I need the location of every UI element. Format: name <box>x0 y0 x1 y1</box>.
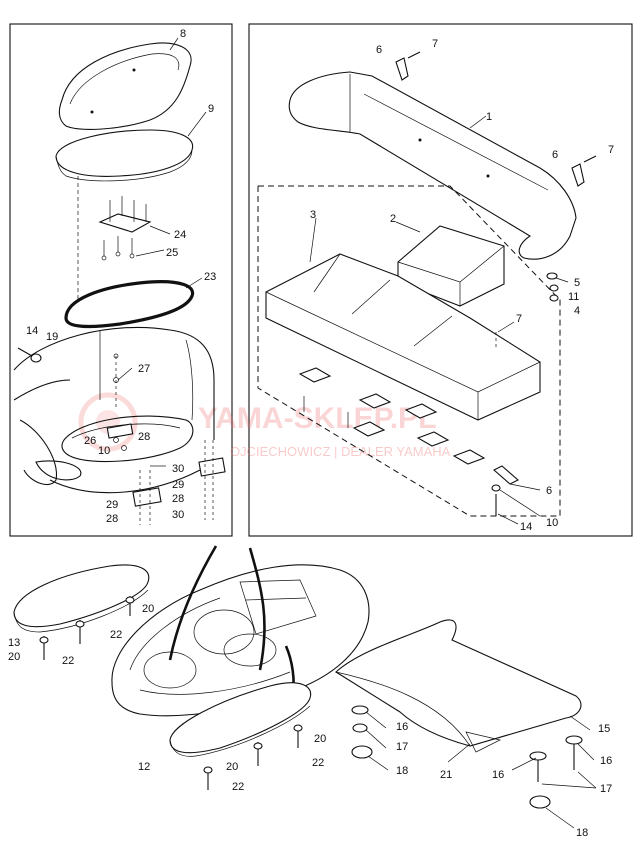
callout-1: 1 <box>486 111 492 123</box>
callout-21: 21 <box>440 769 452 781</box>
callout-3: 3 <box>310 209 316 221</box>
callout-11: 11 <box>568 291 579 303</box>
callout-28: 28 <box>138 431 150 443</box>
watermark: YAMA-SKLEP.PL OJCIECHOWICZ | DEALER YAMA… <box>78 392 451 459</box>
callout-16: 16 <box>600 755 612 767</box>
callout-7: 7 <box>432 38 438 50</box>
callout-20: 20 <box>226 761 238 773</box>
callout-14: 14 <box>520 521 532 533</box>
part-fasteners-right <box>491 272 559 516</box>
callout-30: 30 <box>172 463 184 475</box>
part-3-cushion <box>265 253 541 421</box>
callout-24: 24 <box>174 229 186 241</box>
callout-2: 2 <box>390 213 396 225</box>
callout-13: 13 <box>8 637 20 649</box>
callout-8: 8 <box>180 28 186 40</box>
callout-6: 6 <box>552 149 558 161</box>
part-seat-backrest <box>58 42 192 130</box>
part-gasket-23 <box>64 280 195 329</box>
callout-12: 12 <box>138 761 150 773</box>
callout-10: 10 <box>98 445 110 457</box>
callout-19: 19 <box>46 331 58 343</box>
assembly-dashed-outline <box>257 185 561 517</box>
callout-16: 16 <box>492 769 504 781</box>
callout-28: 28 <box>106 513 118 525</box>
callout-7: 7 <box>516 313 522 325</box>
part-hinges-left <box>132 440 226 525</box>
callout-22: 22 <box>62 655 74 667</box>
watermark-logo-icon <box>78 392 138 452</box>
callout-20: 20 <box>8 651 20 663</box>
callout-labels: 8 9 24 25 23 14 19 27 26 28 10 30 29 28 … <box>8 28 614 839</box>
callout-29: 29 <box>172 479 184 491</box>
callout-27: 27 <box>138 363 150 375</box>
left-panel-frame <box>9 23 233 537</box>
callout-22: 22 <box>312 757 324 769</box>
callout-20: 20 <box>142 603 154 615</box>
callout-17: 17 <box>396 741 408 753</box>
callout-18: 18 <box>396 765 408 777</box>
leader-lines <box>117 37 597 829</box>
part-fastener-top <box>395 51 597 187</box>
watermark-subtitle: OJCIECHOWICZ | DEALER YAMAHA <box>230 444 451 459</box>
part-side-pad-13 <box>13 564 150 633</box>
callout-22: 22 <box>110 629 122 641</box>
part-clips-row <box>298 367 486 465</box>
callout-17: 17 <box>600 783 612 795</box>
callout-4: 4 <box>574 305 580 317</box>
callout-6: 6 <box>376 44 382 56</box>
part-1-backrest <box>288 71 577 260</box>
callout-10: 10 <box>546 517 558 529</box>
part-boat-hull <box>111 545 370 717</box>
callout-7: 7 <box>608 144 614 156</box>
callout-5: 5 <box>574 277 580 289</box>
right-panel-frame <box>248 23 633 537</box>
callout-16: 16 <box>396 721 408 733</box>
callout-15: 15 <box>598 723 610 735</box>
callout-23: 23 <box>204 271 216 283</box>
callout-26: 26 <box>84 435 96 447</box>
watermark-title: YAMA-SKLEP.PL <box>198 402 436 435</box>
callout-28: 28 <box>172 493 184 505</box>
callout-22: 22 <box>232 781 244 793</box>
callout-30: 30 <box>172 509 184 521</box>
callout-18: 18 <box>576 827 588 839</box>
part-bolt-14-left <box>17 347 42 363</box>
callout-20: 20 <box>314 733 326 745</box>
part-engine-cover-15 <box>335 619 582 753</box>
callout-14: 14 <box>26 325 38 337</box>
part-pad-fasteners <box>39 596 303 790</box>
part-bracket-24 <box>98 196 152 261</box>
callout-9: 9 <box>208 103 214 115</box>
part-dampers <box>351 705 583 809</box>
callout-29: 29 <box>106 499 118 511</box>
part-seat-cushion <box>55 129 194 182</box>
callout-25: 25 <box>166 247 178 259</box>
callout-6: 6 <box>546 485 552 497</box>
part-side-pad-12 <box>169 682 312 757</box>
